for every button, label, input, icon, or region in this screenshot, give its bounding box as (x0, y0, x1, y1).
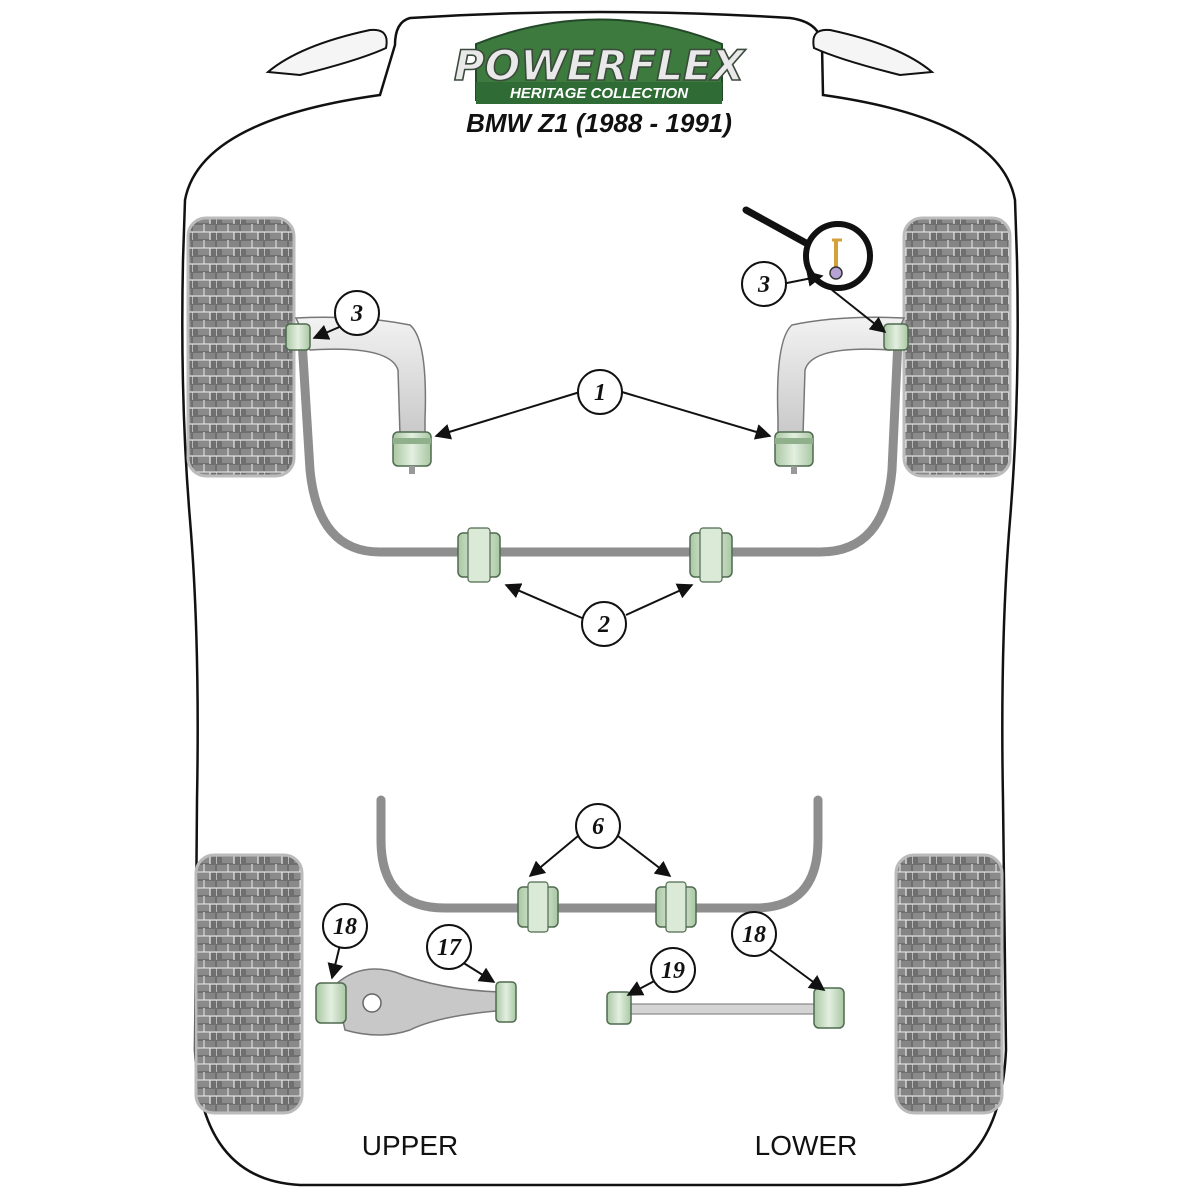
rear-upper-arm (334, 968, 510, 1036)
front-antiroll-bush-right (689, 527, 733, 583)
rear-left-tyre (194, 853, 304, 1115)
front-right-arm (776, 316, 906, 436)
front-left-tyre (186, 216, 296, 478)
callout-number: 18 (333, 914, 357, 940)
front-right-arm-bush (774, 431, 814, 474)
upper-label: UPPER (362, 1130, 458, 1161)
rear-upper-arm-inner-bush (495, 981, 517, 1023)
rear-right-tyre (894, 853, 1004, 1115)
callout-2: 2 (581, 601, 627, 647)
left-mirror (265, 28, 388, 77)
rear-upper-arm-outer-bush (315, 982, 347, 1024)
model-title: BMW Z1 (1988 - 1991) (466, 108, 732, 138)
rear-antiroll-bush-right (655, 881, 697, 933)
callout-3-right: 3 (741, 261, 787, 307)
rear-upper-arm-hole (362, 993, 382, 1013)
callout-number: 17 (437, 935, 462, 961)
rear-lower-link-outer-bush (813, 987, 845, 1029)
callout-number: 6 (592, 814, 604, 840)
leader-lines (312, 270, 887, 996)
rear-antiroll-bar (376, 795, 823, 913)
callout-18-lower: 18 (731, 911, 777, 957)
lower-label: LOWER (755, 1130, 858, 1161)
callout-number: 19 (661, 958, 685, 984)
callout-1: 1 (577, 369, 623, 415)
front-left-arm-bush (392, 431, 432, 474)
logo-text: POWERFLEX (454, 41, 747, 90)
rear-lower-link (627, 1003, 819, 1015)
callout-6: 6 (575, 803, 621, 849)
callout-19: 19 (650, 947, 696, 993)
car-body-outline (181, 10, 1019, 1187)
callout-number: 3 (757, 272, 770, 298)
front-right-droplink-bush (883, 323, 909, 351)
front-left-droplink-bush (285, 323, 311, 351)
callout-number: 2 (597, 612, 610, 638)
powerflex-logo: POWERFLEX HERITAGE COLLECTION (453, 18, 748, 104)
front-antiroll-bar (297, 335, 903, 557)
rear-lower-link-inner-bush (606, 991, 632, 1025)
callout-3-left: 3 (334, 290, 380, 336)
logo-subtext: HERITAGE COLLECTION (510, 85, 689, 102)
right-mirror (812, 28, 935, 77)
front-antiroll-bush-left (457, 527, 501, 583)
callout-number: 3 (350, 301, 363, 327)
front-right-tyre (902, 216, 1012, 478)
callout-17: 17 (426, 924, 472, 970)
callout-number: 18 (742, 922, 766, 948)
callout-number: 1 (594, 380, 606, 406)
rear-antiroll-bush-left (517, 881, 559, 933)
callout-18-upper: 18 (322, 903, 368, 949)
